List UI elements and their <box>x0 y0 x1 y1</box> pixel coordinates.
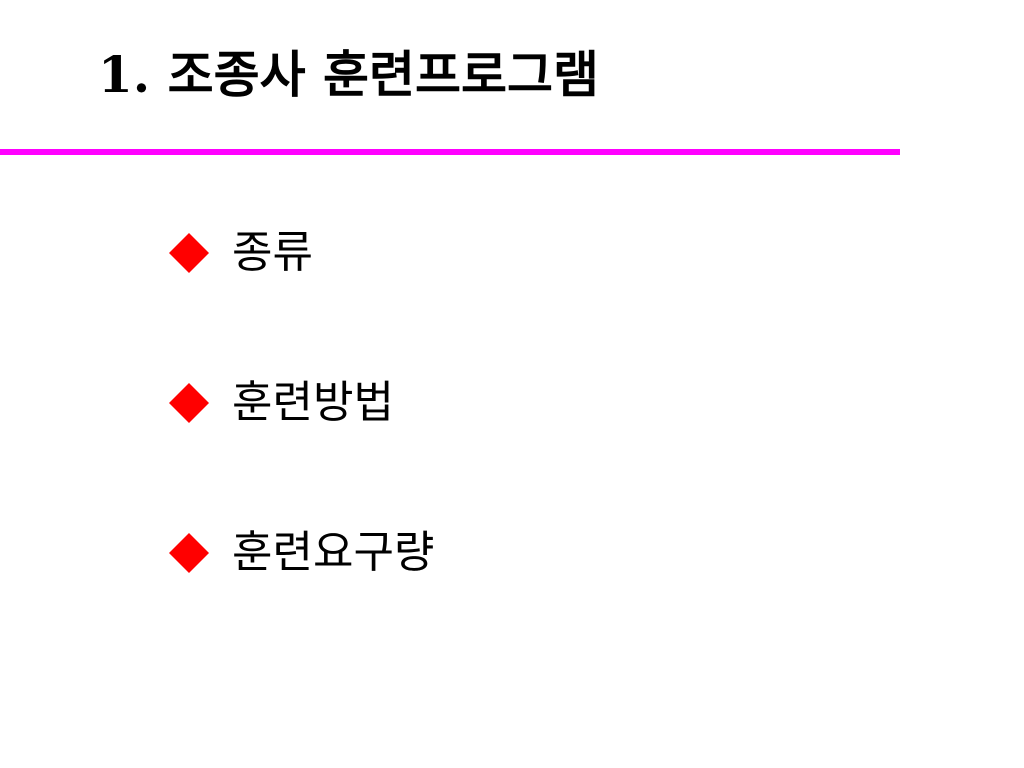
diamond-bullet-icon <box>169 383 209 423</box>
bullet-text: 종류 <box>232 227 313 278</box>
diamond-bullet-icon <box>169 233 209 273</box>
slide-title: 1. 조종사 훈련프로그램 <box>98 45 600 104</box>
diamond-bullet-icon <box>169 533 209 573</box>
title-underline <box>0 149 900 155</box>
bullet-text: 훈련요구량 <box>232 527 435 578</box>
bullet-text: 훈련방법 <box>232 377 394 428</box>
